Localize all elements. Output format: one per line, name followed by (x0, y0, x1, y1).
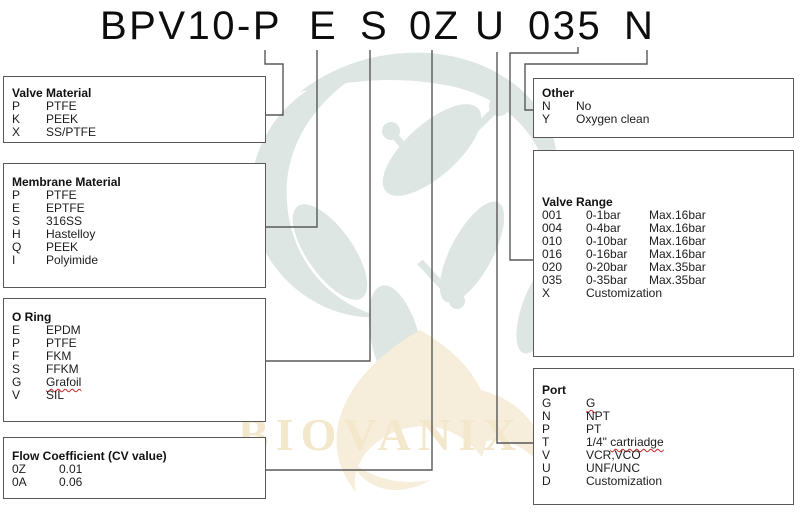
watermark-text: BIOVANIX (238, 409, 524, 460)
code-segment-range: 035 (528, 4, 603, 48)
box-title: O Ring (12, 310, 52, 324)
box-title: Flow Coefficient (CV value) (12, 449, 167, 463)
product-code-title: BPV10-P E S 0Z U 035 N (0, 0, 800, 50)
box-title: Membrane Material (12, 175, 121, 189)
code-segment-port: U (475, 4, 507, 48)
code-segment-oring: S (360, 4, 390, 48)
box-title: Valve Material (12, 86, 92, 100)
code-segment-flow: 0Z (409, 4, 461, 48)
code-segment-series: BPV10-P (100, 4, 283, 48)
code-segment-other: N (624, 4, 656, 48)
box-title: Port (542, 383, 566, 397)
code-segment-membrane: E (309, 4, 339, 48)
